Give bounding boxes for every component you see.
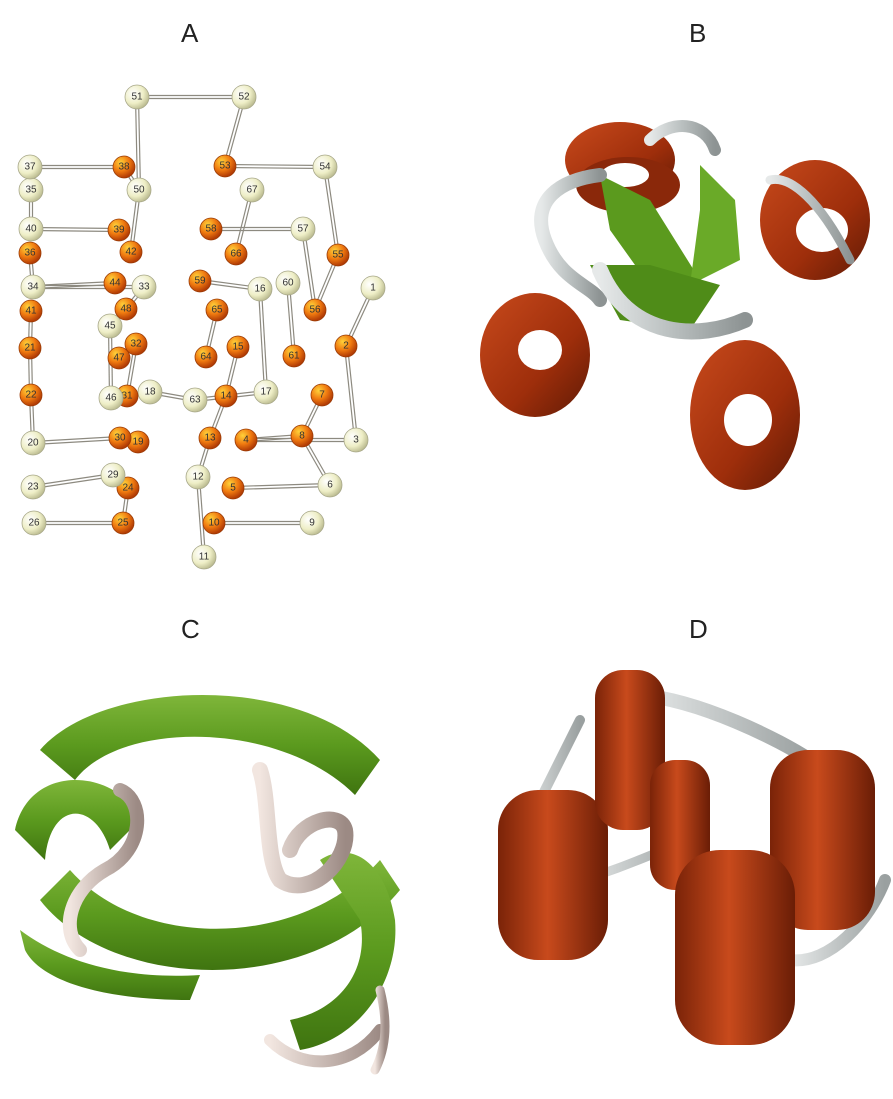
helix-d-bottom — [675, 850, 795, 1045]
helix-d-left — [498, 790, 608, 960]
